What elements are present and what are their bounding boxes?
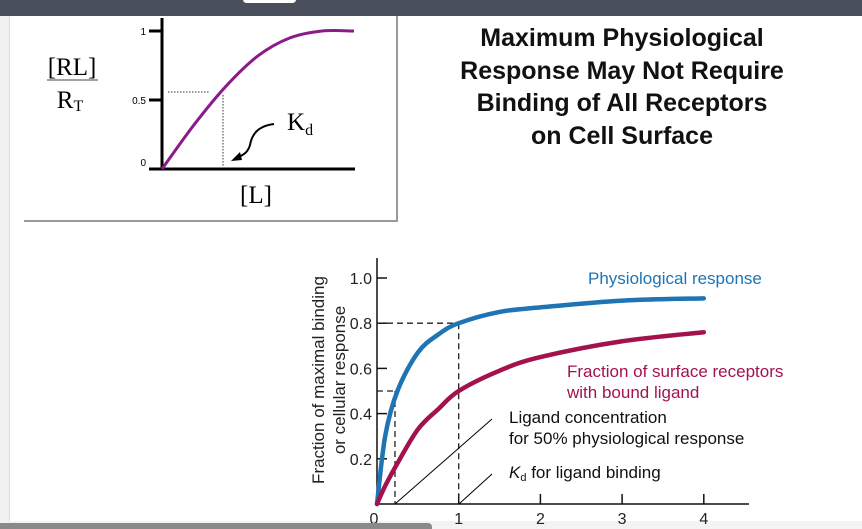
x-axis-label: [L] bbox=[240, 182, 272, 209]
y-tick-label: 0.2 bbox=[350, 452, 372, 469]
y-tick-label: 0 bbox=[140, 158, 146, 169]
y-tick-label: 1 bbox=[140, 27, 146, 38]
kd-arrowhead bbox=[231, 152, 242, 161]
kd-annotation: Kd for ligand binding bbox=[509, 463, 661, 484]
y-tick-label: 0.5 bbox=[132, 96, 146, 107]
kd-arrow bbox=[235, 123, 275, 159]
y-label-numerator: [RL] bbox=[48, 54, 97, 81]
x-tick-label: 2 bbox=[536, 511, 545, 528]
x-tick-label: 0 bbox=[370, 511, 379, 528]
binding-curve bbox=[160, 28, 355, 170]
top-bar-tab[interactable] bbox=[243, 0, 296, 3]
horizontal-scrollbar[interactable] bbox=[0, 523, 432, 529]
title-line: Binding of All Receptors bbox=[476, 89, 768, 117]
ec50-leader-line bbox=[394, 418, 493, 505]
title-line: Maximum Physiological bbox=[480, 24, 764, 52]
slide-title: Maximum Physiological Response May Not R… bbox=[420, 22, 824, 152]
small-chart-frame bbox=[24, 16, 398, 222]
x-tick-label: 3 bbox=[618, 511, 627, 528]
title-line: Response May Not Require bbox=[460, 56, 784, 85]
bound-receptors-curve bbox=[374, 329, 707, 507]
y-tick-label: 0.4 bbox=[350, 407, 372, 424]
browser-top-bar bbox=[0, 0, 862, 16]
binding-curve-chart: [RL] RT 0 0.5 1 Kd [L] bbox=[47, 18, 355, 209]
legend-physiological-response: Physiological response bbox=[588, 269, 762, 288]
ec50-annotation-line2: for 50% physiological response bbox=[509, 429, 744, 448]
kd-leader-line bbox=[458, 473, 493, 505]
left-panel-edge bbox=[0, 16, 10, 523]
y-axis-label-line1: Fraction of maximal binding bbox=[309, 276, 328, 484]
ec50-annotation-line1: Ligand concentration bbox=[509, 408, 667, 427]
title-line: on Cell Surface bbox=[531, 121, 713, 150]
y-tick-label: 0.8 bbox=[350, 316, 372, 333]
y-tick-label: 1.0 bbox=[350, 271, 372, 288]
kd-label: Kd bbox=[287, 109, 313, 139]
y-label-denominator: RT bbox=[57, 87, 84, 115]
physiological-response-curve bbox=[374, 296, 707, 507]
y-tick-label: 0.6 bbox=[350, 361, 372, 378]
legend-bound-receptors-line1: Fraction of surface receptors bbox=[567, 362, 783, 381]
x-tick-label: 4 bbox=[699, 511, 708, 528]
legend-bound-receptors-line2: with bound ligand bbox=[566, 383, 699, 402]
x-tick-label: 1 bbox=[454, 511, 463, 528]
y-axis-label-line2: or cellular response bbox=[330, 306, 349, 454]
